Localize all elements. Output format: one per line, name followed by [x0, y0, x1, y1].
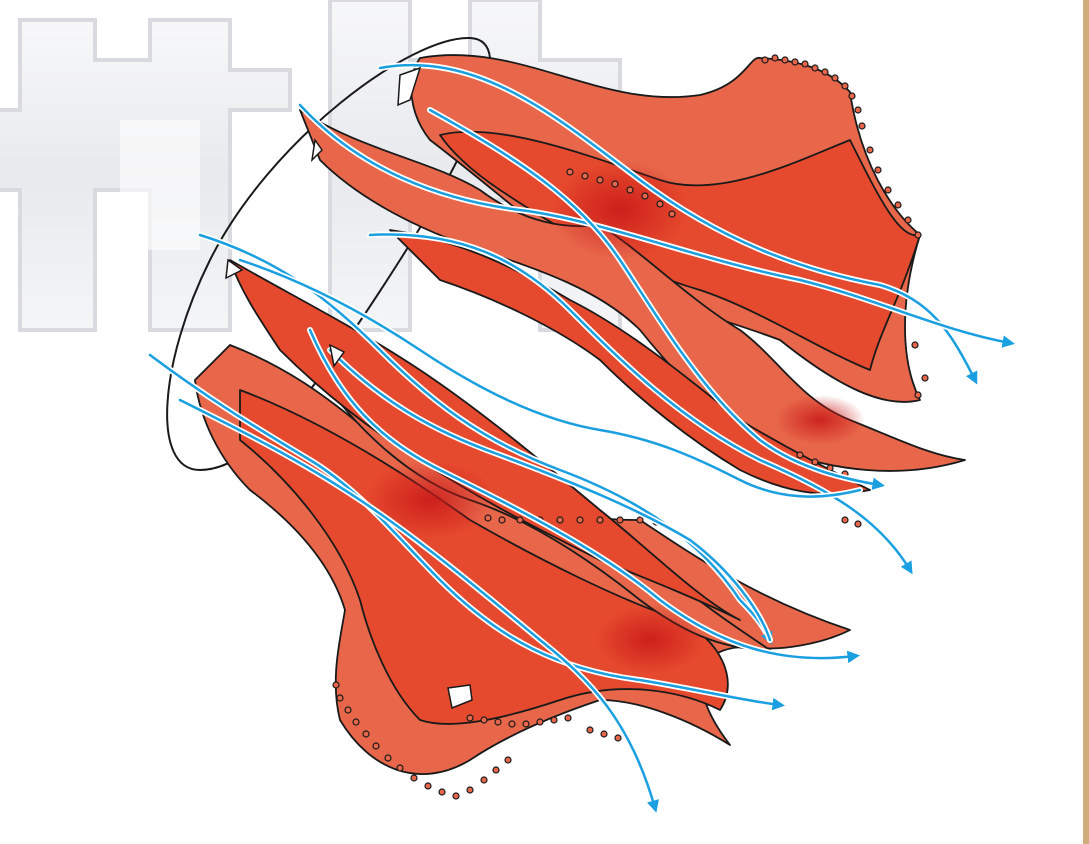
- page-border: [1083, 0, 1089, 844]
- gill-arch-outline-icon: [166, 36, 492, 472]
- water-flow-arrow-icon: [367, 231, 913, 575]
- water-flow-arrow-icon: [237, 257, 863, 500]
- water-flow-arrow-icon: [147, 352, 785, 711]
- water-flow-arrows: [147, 62, 1015, 813]
- water-flow-arrow-icon: [297, 102, 1015, 348]
- water-flow-arrow-icon: [307, 327, 860, 664]
- filament-base-notches: [225, 66, 473, 710]
- water-flow-arrow-icon: [177, 397, 659, 813]
- water-flow-arrow-icon: [327, 347, 773, 643]
- gill-filament-group-lower: [194, 259, 851, 775]
- water-flow-arrow-icon: [197, 232, 773, 645]
- water-flow-arrow-icon: [377, 62, 978, 385]
- water-flow-arrow-icon: [427, 107, 885, 490]
